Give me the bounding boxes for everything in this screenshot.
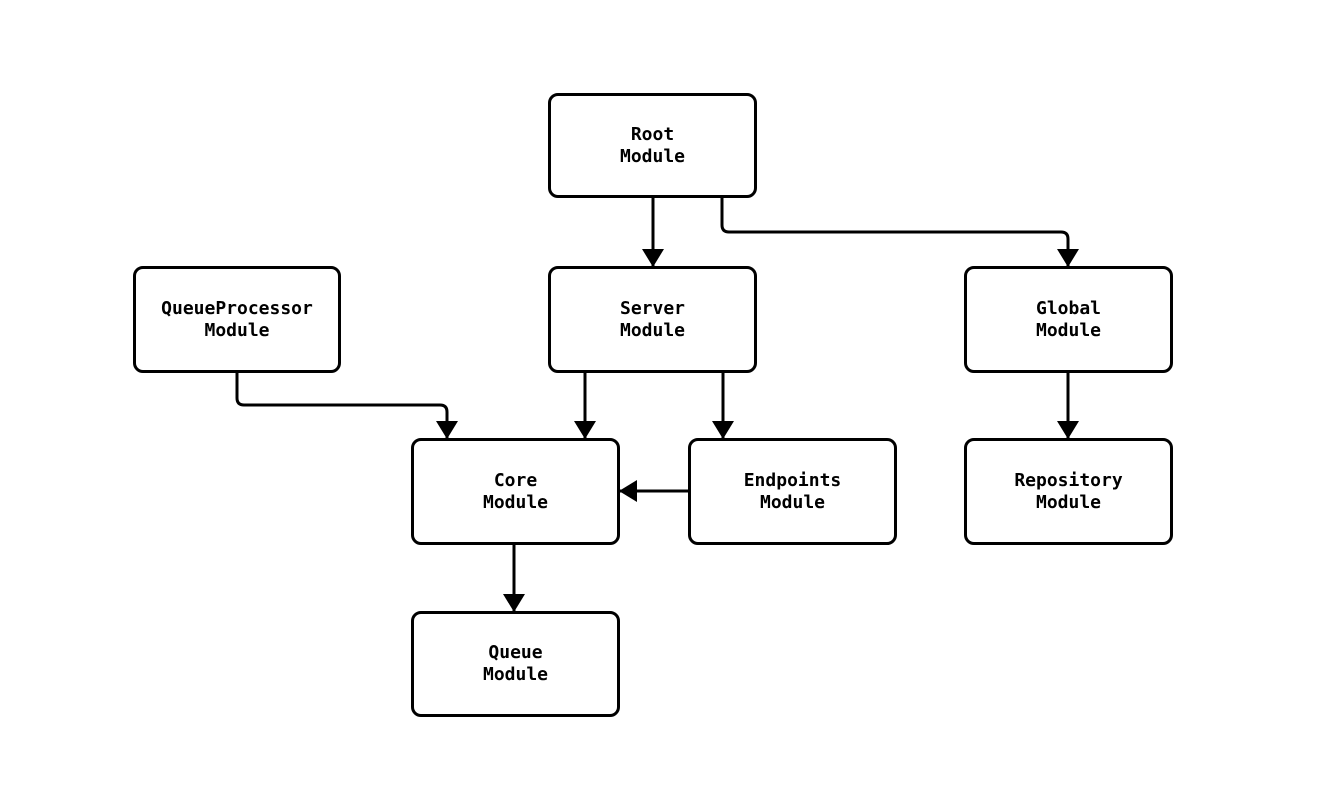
node-label: Endpoints bbox=[743, 469, 842, 491]
node-label: Module bbox=[619, 319, 686, 341]
edge-queueprocessor-to-core bbox=[235, 373, 458, 439]
node-label: Module bbox=[1035, 491, 1102, 513]
edge-root-to-global bbox=[720, 198, 1079, 267]
node-label: Repository bbox=[1014, 469, 1123, 491]
node-label: Module bbox=[482, 491, 549, 513]
node-label: Module bbox=[482, 664, 549, 685]
node-label: Global bbox=[1035, 297, 1102, 319]
node-label: QueueProcessor bbox=[161, 297, 313, 319]
node-label: Module bbox=[619, 145, 686, 167]
node-label: Module bbox=[1035, 319, 1102, 341]
node-label: Server bbox=[619, 297, 686, 319]
node-label: Root bbox=[630, 123, 675, 145]
node-label: Queue bbox=[488, 642, 543, 663]
node-label: Module bbox=[759, 491, 826, 513]
node-label: Module bbox=[204, 319, 270, 341]
edge-group bbox=[235, 198, 1079, 612]
node-label: Core bbox=[493, 469, 538, 491]
